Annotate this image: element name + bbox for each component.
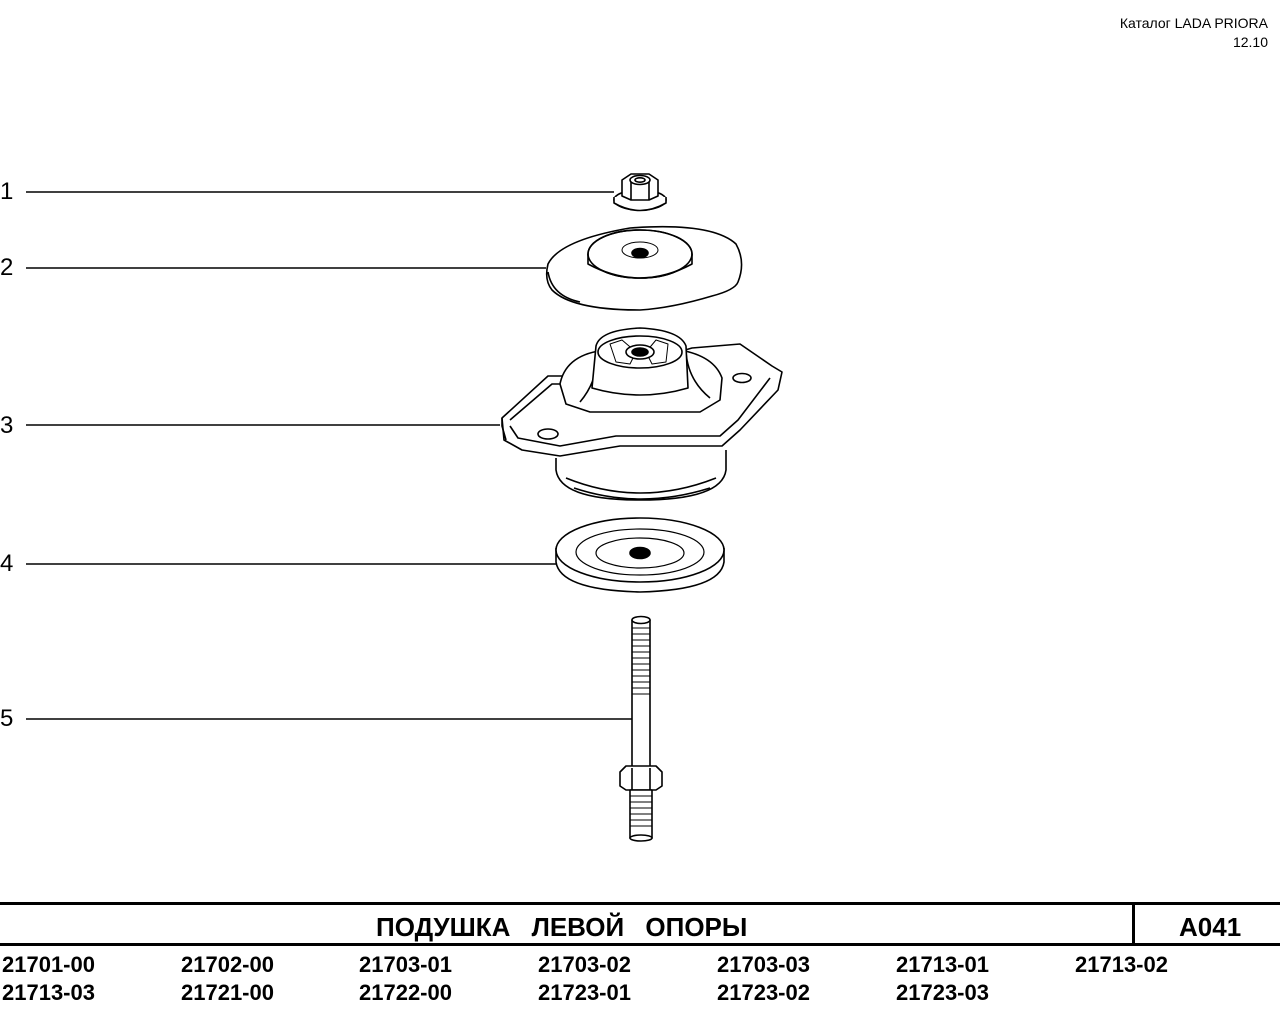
catalog-name: Каталог LADA PRIORA [1119, 15, 1268, 31]
stud-bolt [619, 615, 663, 842]
catalog-header: Каталог LADA PRIORA 12.10 [1120, 14, 1268, 52]
model-code: 21703-03 [717, 952, 810, 977]
page-code: A041 [1179, 912, 1242, 942]
model-code: 21703-01 [359, 952, 452, 977]
upper-washer [545, 225, 743, 311]
model-row: 21713-03 21721-00 21722-00 21723-01 2172… [0, 980, 1280, 1008]
model-code: 21713-03 [2, 980, 95, 1005]
model-code: 21703-02 [538, 952, 631, 977]
model-code: 21713-02 [1075, 952, 1168, 977]
model-code: 21713-01 [896, 952, 989, 977]
callout-1: 1 [0, 178, 14, 205]
callout-2: 2 [0, 254, 14, 281]
mount-cushion [501, 327, 783, 501]
nut [613, 173, 667, 212]
leader-lines [26, 191, 632, 720]
title-bar: ПОДУШКА ЛЕВОЙ ОПОРЫ A041 [0, 902, 1280, 946]
model-code: 21721-00 [181, 980, 274, 1005]
model-code: 21702-00 [181, 952, 274, 977]
callout-5: 5 [0, 705, 14, 732]
code-box: A041 [1132, 905, 1280, 943]
catalog-date: 12.10 [1232, 34, 1268, 50]
exploded-parts-drawing [26, 173, 783, 842]
model-code: 21723-03 [896, 980, 989, 1005]
callout-3: 3 [0, 412, 14, 439]
callout-4: 4 [0, 550, 14, 577]
model-code: 21723-01 [538, 980, 631, 1005]
model-code: 21722-00 [359, 980, 452, 1005]
lower-washer [555, 517, 725, 593]
page-title: ПОДУШКА ЛЕВОЙ ОПОРЫ [376, 912, 748, 942]
model-row: 21701-00 21702-00 21703-01 21703-02 2170… [0, 952, 1280, 980]
model-code: 21701-00 [2, 952, 95, 977]
model-code: 21723-02 [717, 980, 810, 1005]
model-list: 21701-00 21702-00 21703-01 21703-02 2170… [0, 952, 1280, 1008]
